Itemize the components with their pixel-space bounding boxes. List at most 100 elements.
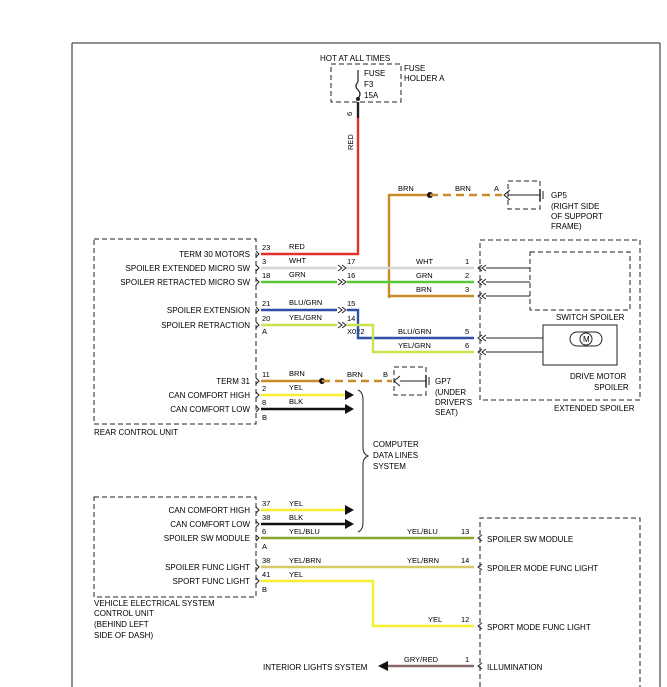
gp7-ground: BRN B GP7 (UNDER DRIVER'S SEAT) (261, 366, 472, 417)
switch-pin-2: 2 (465, 271, 469, 280)
vescu-label-sw-module: SPOILER SW MODULE (164, 534, 250, 543)
wire-brn-gp5-left (387, 193, 430, 298)
vescu-label-func-light: SPOILER FUNC LIGHT (165, 563, 250, 572)
module-wire-yel-blu: YEL/BLU (407, 527, 438, 536)
rcu-label-term30: TERM 30 MOTORS (179, 250, 250, 259)
rcu-connector-a: A (262, 327, 267, 336)
gp7-desc-3: SEAT) (435, 408, 458, 417)
rcu-label-ret-micro: SPOILER RETRACTED MICRO SW (120, 278, 250, 287)
motor-pin-5: 5 (465, 327, 469, 336)
computer-data-lines-brace (357, 389, 370, 533)
motor-icon (579, 332, 593, 346)
rcu-pin-18: 18 (262, 271, 270, 280)
rcu-label-retraction: SPOILER RETRACTION (161, 321, 250, 330)
switch-module-box (479, 517, 641, 687)
rcu-wire-wht: WHT (289, 256, 306, 265)
switch-wire-wht: WHT (416, 257, 433, 266)
rcu-label-ext-micro: SPOILER EXTENDED MICRO SW (126, 264, 251, 273)
can-low-vescu-arrow-icon (345, 519, 354, 529)
vescu-pins: 37 38 6 A 38 41 B (262, 499, 270, 594)
motor-wire-blu-grn: BLU/GRN (398, 327, 431, 336)
vescu-box (93, 496, 257, 598)
rcu-pin-23: 23 (262, 243, 270, 252)
gp5-ground: BRN BRN A GP5 (RIGHT SIDE OF SUPPORT FRA… (387, 180, 603, 298)
vescu-pin-38b: 38 (262, 556, 270, 565)
fuse-holder-label-1: FUSE (404, 64, 425, 73)
vescu-wire-yel-blu: YEL/BLU (289, 527, 320, 536)
vescu-connector-a: A (262, 542, 267, 551)
switch-wire-brn: BRN (416, 285, 432, 294)
module-label-mode-light: SPOILER MODE FUNC LIGHT (487, 564, 598, 573)
module-wire-yel: YEL (428, 615, 442, 624)
vescu-wire-blk: BLK (289, 513, 303, 522)
gp7-wire-right-label: BRN (347, 370, 363, 379)
rcu-wire-red: RED (289, 242, 305, 251)
rcu-pin-3: 3 (262, 257, 266, 266)
module-wire-gry-red: GRY/RED (404, 655, 439, 664)
rcu-wire-labels: RED WHT GRN BLU/GRN YEL/GRN BRN YEL BLK (289, 242, 322, 406)
wire-yel-grn-b (347, 323, 474, 354)
switch-module-terminals (477, 534, 483, 670)
wire-red-term30 (261, 118, 360, 256)
x022-pin-17: 17 (347, 257, 355, 266)
drive-motor-wiring (486, 337, 543, 353)
rcu-pin-20: 20 (262, 314, 270, 323)
vescu-title-2: CONTROL UNIT (94, 609, 154, 618)
vescu-label-can-low: CAN COMFORT LOW (170, 520, 250, 529)
fuse-holder-label-2: HOLDER A (404, 74, 445, 83)
fuse-symbol-icon (355, 81, 361, 99)
fuse-node (356, 97, 360, 101)
hot-at-all-times-label: HOT AT ALL TIMES (320, 54, 390, 63)
computer-lines-1: COMPUTER (373, 440, 419, 449)
switch-pin-3: 3 (465, 285, 469, 294)
vescu-pin-41: 41 (262, 570, 270, 579)
rcu-wire-blk: BLK (289, 397, 303, 406)
fuse-id: F3 (364, 80, 374, 89)
gp5-desc-1: (RIGHT SIDE (551, 202, 599, 211)
extended-spoiler-box (479, 239, 641, 401)
extended-spoiler-title: EXTENDED SPOILER (554, 404, 635, 413)
rcu-label-term31: TERM 31 (216, 377, 250, 386)
module-label-sport-light: SPORT MODE FUNC LIGHT (487, 623, 591, 632)
rcu-label-extension: SPOILER EXTENSION (167, 306, 250, 315)
can-high-rcu-arrow-icon (345, 390, 354, 400)
vescu-pin-6: 6 (262, 527, 266, 536)
extended-spoiler-terminals (477, 264, 487, 356)
x022-pin-16-icon (337, 278, 347, 286)
module-pin-1: 1 (465, 655, 469, 664)
can-low-rcu-arrow-icon (345, 404, 354, 414)
vescu-pin-38a: 38 (262, 513, 270, 522)
gp5-wire-left-label: BRN (398, 184, 414, 193)
vescu-wire-yel-sport: YEL (289, 570, 303, 579)
gp5-desc-3: FRAME) (551, 222, 582, 231)
rcu-pins: 23 3 18 21 20 A 11 2 8 B (262, 243, 270, 422)
interior-lights-arrow-icon (378, 661, 388, 671)
module-label-sw: SPOILER SW MODULE (487, 535, 573, 544)
rear-control-unit-labels: TERM 30 MOTORS SPOILER EXTENDED MICRO SW… (120, 250, 250, 414)
rear-control-unit-box (93, 238, 257, 425)
gp7-desc-2: DRIVER'S (435, 398, 472, 407)
module-pin-13: 13 (461, 527, 469, 536)
gp5-connector-icon (503, 189, 511, 201)
vescu-wire-yel-brn: YEL/BRN (289, 556, 321, 565)
wire-yel-sport (261, 579, 474, 628)
rcu-wire-yel-grn: YEL/GRN (289, 313, 322, 322)
gp7-box (393, 366, 427, 396)
fuse-wire-color: RED (346, 134, 355, 150)
can-high-vescu-arrow-icon (345, 505, 354, 515)
rcu-pin-2: 2 (262, 384, 266, 393)
switch-pin-1: 1 (465, 257, 469, 266)
drive-motor-label-1: DRIVE MOTOR (570, 372, 627, 381)
vescu-pin-37: 37 (262, 499, 270, 508)
rcu-label-can-low: CAN COMFORT LOW (170, 405, 250, 414)
vescu-label-sport-light: SPORT FUNC LIGHT (173, 577, 251, 586)
vescu-wire-labels: YEL BLK YEL/BLU YEL/BRN YEL YEL/BLU YEL/… (289, 499, 469, 664)
rcu-pin-21: 21 (262, 299, 270, 308)
vescu-terminals (255, 506, 260, 585)
gp5-wire-right-label: BRN (455, 184, 471, 193)
x022-pin-15-icon (337, 306, 347, 314)
gp5-desc-2: OF SUPPORT (551, 212, 603, 221)
gp5-connector-letter: A (494, 184, 499, 193)
drive-motor-label-2: SPOILER (594, 383, 629, 392)
